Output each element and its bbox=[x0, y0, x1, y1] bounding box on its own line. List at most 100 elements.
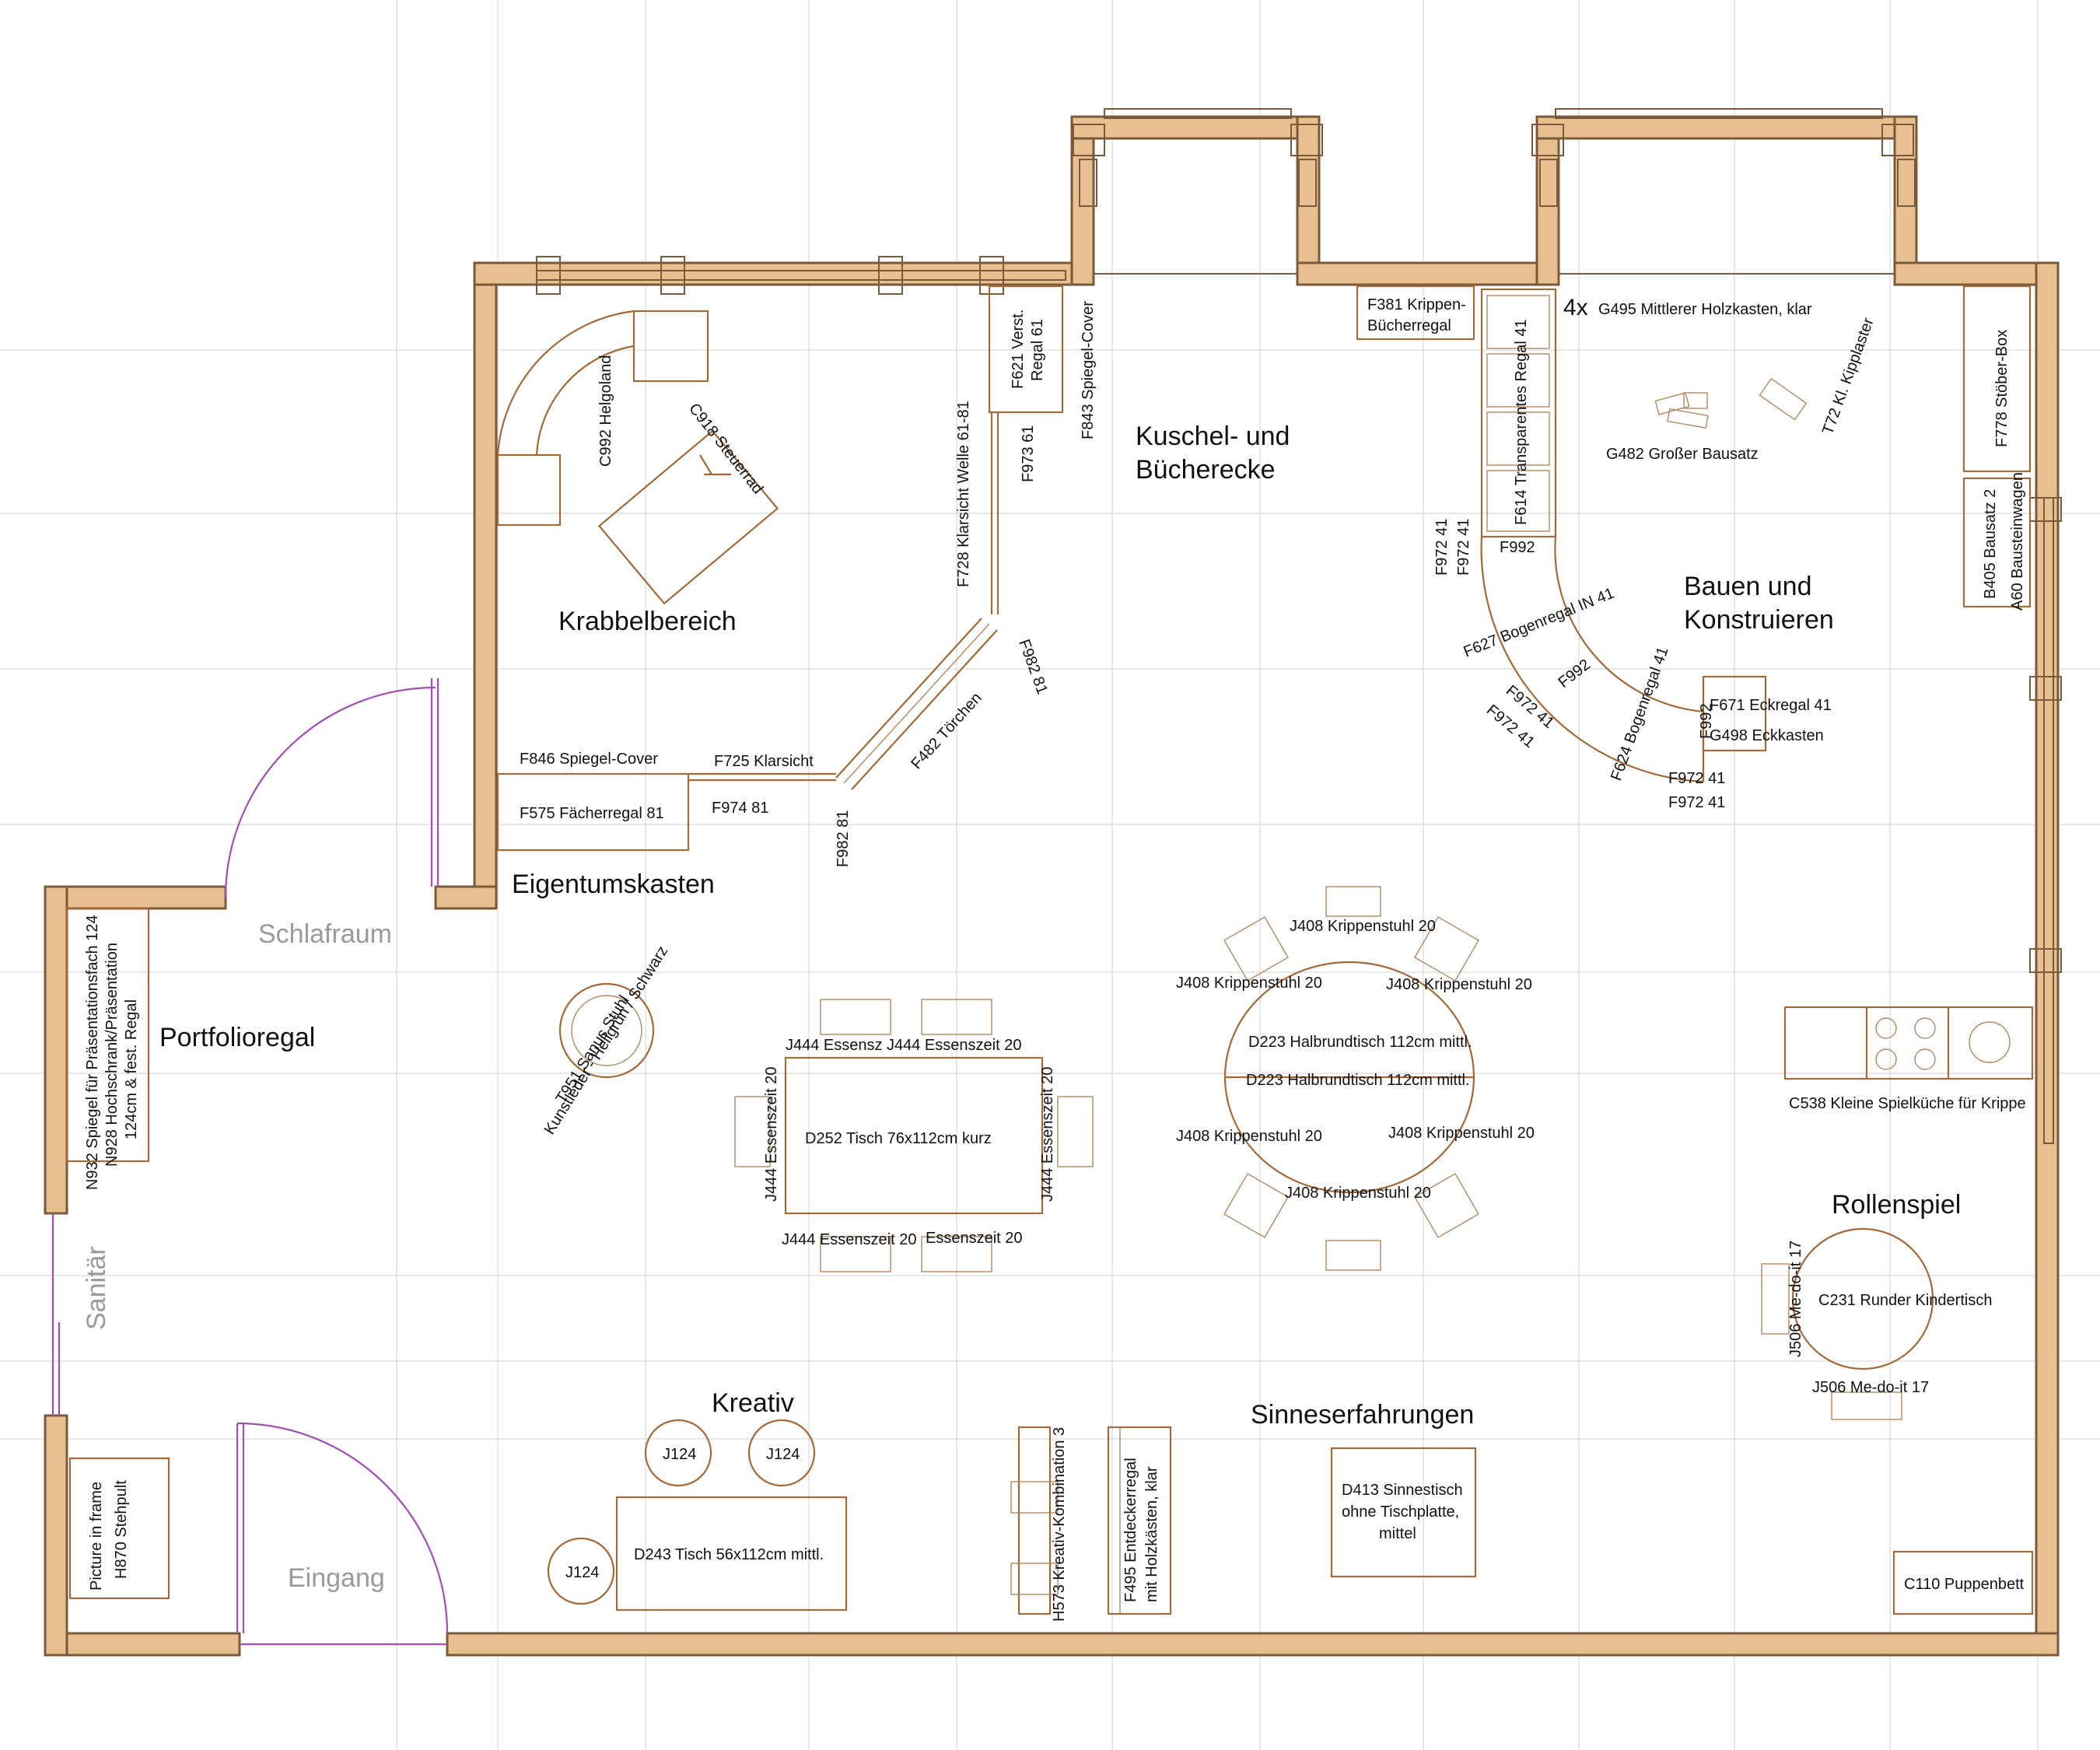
label-c538: C538 Kleine Spielküche für Krippe bbox=[1789, 1095, 2026, 1112]
label-f992-top: F992 bbox=[1500, 539, 1535, 556]
label-f621-line1: F621 Verst. bbox=[1010, 310, 1027, 389]
label-b405: B405 Bausatz 2 bbox=[1982, 489, 1999, 599]
label-f992-right: F992 bbox=[1698, 703, 1715, 739]
label-n928-line2: 124cm & fest. Regal bbox=[123, 999, 140, 1139]
room-sanitaer: Sanitär bbox=[82, 1246, 111, 1330]
label-j124-c: J124 bbox=[565, 1564, 599, 1581]
zone-bauen-line2: Konstruieren bbox=[1684, 605, 1834, 635]
label-f843: F843 Spiegel-Cover bbox=[1080, 301, 1097, 439]
room-schlafraum: Schlafraum bbox=[258, 919, 392, 949]
label-j444-right: J444 Essenszeit 20 bbox=[1039, 1067, 1056, 1202]
label-g498: G498 Eckkasten bbox=[1710, 727, 1824, 744]
c538-play-kitchen bbox=[1783, 1006, 2034, 1080]
t951-chair bbox=[558, 982, 655, 1079]
label-h870-line1: Picture in frame bbox=[88, 1482, 105, 1591]
label-d223-b: D223 Halbrundtisch 112cm mittl. bbox=[1246, 1072, 1470, 1089]
f495-discovery-shelf bbox=[1107, 1426, 1172, 1615]
windows bbox=[536, 108, 2062, 1144]
doors bbox=[51, 678, 449, 1646]
j124-stool-c bbox=[547, 1537, 615, 1605]
d243-table bbox=[615, 1496, 848, 1612]
label-f575: F575 Fächerregal 81 bbox=[520, 805, 664, 822]
label-a60: A60 Bausteinwagen bbox=[2009, 472, 2026, 611]
label-f482: F482 Törchen bbox=[908, 689, 985, 772]
label-g482: G482 Großer Bausatz bbox=[1606, 446, 1759, 463]
label-j444-bl: J444 Essenszeit 20 bbox=[782, 1231, 916, 1248]
f575-shelf bbox=[496, 772, 690, 852]
zone-kuschel-line1: Kuschel- und bbox=[1136, 422, 1290, 451]
label-f972-a1: F972 41 bbox=[1433, 519, 1451, 576]
label-j408-bottom: J408 Krippenstuhl 20 bbox=[1285, 1185, 1431, 1202]
label-f982-upper: F982 81 bbox=[1015, 637, 1051, 696]
label-n932: N932 Spiegel für Präsentationsfach 124 bbox=[84, 915, 101, 1190]
label-f972-a2: F972 41 bbox=[1455, 519, 1472, 576]
label-c992: C992 Helgoland bbox=[597, 355, 614, 467]
label-f725: F725 Klarsicht bbox=[714, 753, 814, 770]
label-f846: F846 Spiegel-Cover bbox=[520, 751, 658, 768]
f482-gate bbox=[835, 618, 998, 790]
label-j444-br: Essenszeit 20 bbox=[926, 1230, 1023, 1247]
f627-f624-arc-shelves bbox=[1480, 536, 1767, 783]
label-f728: F728 Klarsicht Welle 61-81 bbox=[955, 401, 972, 587]
a60-cart bbox=[1962, 477, 2032, 608]
label-j124-a: J124 bbox=[663, 1446, 696, 1463]
label-j444-tr: J444 Essenszeit 20 bbox=[887, 1037, 1021, 1054]
label-j506-left: J506 Me-do-it 17 bbox=[1787, 1241, 1804, 1357]
label-f992-mid: F992 bbox=[1556, 656, 1594, 691]
label-f627: F627 Bogenregal IN 41 bbox=[1461, 585, 1617, 661]
label-d223-a: D223 Halbrundtisch 112cm mittl. bbox=[1248, 1034, 1472, 1051]
label-f381-line1: F381 Krippen- bbox=[1367, 296, 1466, 313]
label-f973: F973 61 bbox=[1020, 425, 1037, 482]
label-j124-b: J124 bbox=[766, 1446, 800, 1463]
c992-helgoland-sofa bbox=[496, 310, 709, 527]
label-f381-line2: Bücherregal bbox=[1367, 317, 1451, 334]
label-f972-c1: F972 41 bbox=[1668, 770, 1725, 787]
label-f974: F974 81 bbox=[712, 800, 768, 817]
label-j408-ur: J408 Krippenstuhl 20 bbox=[1386, 976, 1532, 993]
label-f982-lower: F982 81 bbox=[835, 810, 852, 867]
d252-table bbox=[734, 999, 1094, 1272]
n928-cabinet bbox=[65, 907, 150, 1163]
label-j444-tl: J444 Essensz bbox=[786, 1037, 883, 1054]
j124-stool-a bbox=[644, 1419, 712, 1487]
j124-stool-b bbox=[747, 1419, 816, 1487]
h573-creative-unit bbox=[1010, 1426, 1059, 1615]
label-h573: H573 Kreativ-Kombination 3 bbox=[1051, 1427, 1068, 1622]
zone-portfolioregal: Portfolioregal bbox=[159, 1023, 315, 1052]
d223-round-table bbox=[1223, 886, 1479, 1271]
label-f495-line2: mit Holzkästen, klar bbox=[1143, 1466, 1160, 1602]
label-j408-ul: J408 Krippenstuhl 20 bbox=[1176, 975, 1322, 992]
zone-sinneserfahrungen: Sinneserfahrungen bbox=[1251, 1400, 1474, 1430]
label-d243: D243 Tisch 56x112cm mittl. bbox=[634, 1546, 824, 1563]
t72-truck-icon bbox=[1759, 377, 1808, 421]
f621-shelf bbox=[988, 285, 1064, 414]
g482-building-set-icon bbox=[1654, 392, 1709, 429]
label-j444-left: J444 Essenszeit 20 bbox=[763, 1067, 780, 1202]
zone-eigentumskasten: Eigentumskasten bbox=[512, 870, 715, 899]
label-f614: F614 Transparentes Regal 41 bbox=[1513, 319, 1530, 525]
label-f495-line1: F495 Entdeckerregal bbox=[1122, 1458, 1139, 1602]
zone-krabbelbereich: Krabbelbereich bbox=[558, 607, 737, 636]
label-d413-line3: mittel bbox=[1379, 1525, 1416, 1542]
label-c231: C231 Runder Kindertisch bbox=[1818, 1292, 1992, 1309]
walls bbox=[44, 115, 2060, 1657]
label-f621-line2: Regal 61 bbox=[1029, 319, 1046, 381]
label-j408-ll: J408 Krippenstuhl 20 bbox=[1176, 1128, 1322, 1145]
label-f624: F624 Bogenregal 41 bbox=[1608, 645, 1672, 783]
label-f972-c2: F972 41 bbox=[1668, 794, 1725, 811]
c231-round-table bbox=[1761, 1227, 1934, 1420]
room-eingang: Eingang bbox=[288, 1563, 385, 1593]
label-j506-bottom: J506 Me-do-it 17 bbox=[1812, 1379, 1929, 1396]
zone-rollenspiel: Rollenspiel bbox=[1832, 1190, 1961, 1220]
label-f778: F778 Stöber-Box bbox=[1993, 330, 2011, 447]
label-j408-top: J408 Krippenstuhl 20 bbox=[1290, 918, 1436, 935]
label-d252: D252 Tisch 76x112cm kurz bbox=[805, 1130, 992, 1147]
h870-standing-desk bbox=[68, 1457, 170, 1600]
label-h870-line2: H870 Stehpult bbox=[113, 1480, 130, 1579]
zone-bauen-line1: Bauen und bbox=[1684, 572, 1812, 601]
label-d413-line2: ohne Tischplatte, bbox=[1342, 1503, 1459, 1521]
f614-shelf bbox=[1480, 288, 1557, 538]
c918-steuerrad-table bbox=[597, 429, 779, 605]
label-c918: C918 Steuerrad bbox=[685, 401, 766, 498]
